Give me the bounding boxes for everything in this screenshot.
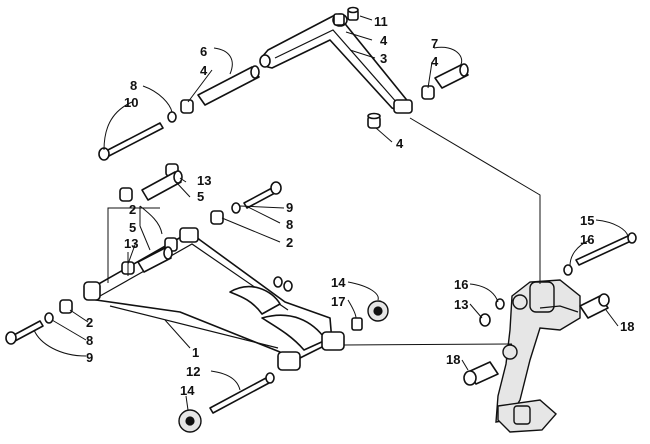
callout-5-upper: 5 xyxy=(197,189,204,204)
pivot-tube-7 xyxy=(434,63,469,89)
callout-18-left: 18 xyxy=(446,352,460,367)
bolt-18-right xyxy=(579,293,610,319)
washers-center xyxy=(273,276,293,292)
callout-15: 15 xyxy=(580,213,594,228)
cap-14-bottom xyxy=(178,409,202,433)
callout-1: 1 xyxy=(192,345,199,360)
bolt-12 xyxy=(209,372,275,414)
callout-14-bottom: 14 xyxy=(180,383,195,398)
bushing-2b xyxy=(210,210,224,225)
upper-bushing-4a xyxy=(333,13,345,26)
callout-14-right: 14 xyxy=(331,275,346,290)
callout-12: 12 xyxy=(186,364,200,379)
callout-13-mid: 13 xyxy=(124,236,138,251)
callout-10: 10 xyxy=(124,95,138,110)
leader-lines xyxy=(33,15,629,411)
bushing-4-lower xyxy=(367,112,381,129)
callout-labels: 11 4 3 6 4 7 4 8 10 4 13 5 2 5 13 9 8 2 … xyxy=(86,14,634,398)
callout-17: 17 xyxy=(331,294,345,309)
bolt-10 xyxy=(98,122,164,161)
callout-4-left: 4 xyxy=(200,63,208,78)
nut-13-spindle xyxy=(479,313,491,327)
washer-8-left xyxy=(44,312,54,324)
pivot-tube-6 xyxy=(197,65,260,106)
bolt-9-upper xyxy=(243,181,282,209)
callout-9-left: 9 xyxy=(86,350,93,365)
callout-4-right: 4 xyxy=(431,54,439,69)
callout-13-spindle: 13 xyxy=(454,297,468,312)
callout-7: 7 xyxy=(431,36,438,51)
bolt-15 xyxy=(575,232,637,266)
callout-4-lower: 4 xyxy=(396,136,404,151)
spindle xyxy=(495,279,581,433)
bushing-17 xyxy=(351,317,363,331)
callout-18-right: 18 xyxy=(620,319,634,334)
callout-5-lower: 5 xyxy=(129,220,136,235)
callout-16-left: 16 xyxy=(454,277,468,292)
cap-14-right xyxy=(367,300,389,322)
washer-8-upper xyxy=(167,111,177,123)
upper-a-arm xyxy=(259,13,413,114)
washer-16-right xyxy=(563,264,573,276)
lower-a-arm xyxy=(83,227,345,371)
callout-4-top: 4 xyxy=(380,33,388,48)
callout-8-upper: 8 xyxy=(130,78,137,93)
callout-16-right: 16 xyxy=(580,232,594,247)
pivot-tube-5a xyxy=(141,170,183,201)
callout-13-upper: 13 xyxy=(197,173,211,188)
callout-2-mid: 2 xyxy=(286,235,293,250)
bushing-2a xyxy=(119,187,133,202)
washer-8-mid xyxy=(231,202,241,214)
callout-2-left: 2 xyxy=(86,315,93,330)
callout-11: 11 xyxy=(374,14,388,29)
callout-2-upper: 2 xyxy=(129,202,136,217)
bolt-9-left xyxy=(5,320,44,345)
bolt-18-left xyxy=(463,361,499,386)
pivot-tube-5b xyxy=(137,246,173,273)
callout-6: 6 xyxy=(200,44,207,59)
callout-3: 3 xyxy=(380,51,387,66)
callout-8-mid: 8 xyxy=(286,217,293,232)
callout-9-upper: 9 xyxy=(286,200,293,215)
bushing-4-left xyxy=(180,99,194,114)
bushing-2-left xyxy=(59,299,73,314)
callout-8-left: 8 xyxy=(86,333,93,348)
upper-bushing-11 xyxy=(347,6,359,21)
